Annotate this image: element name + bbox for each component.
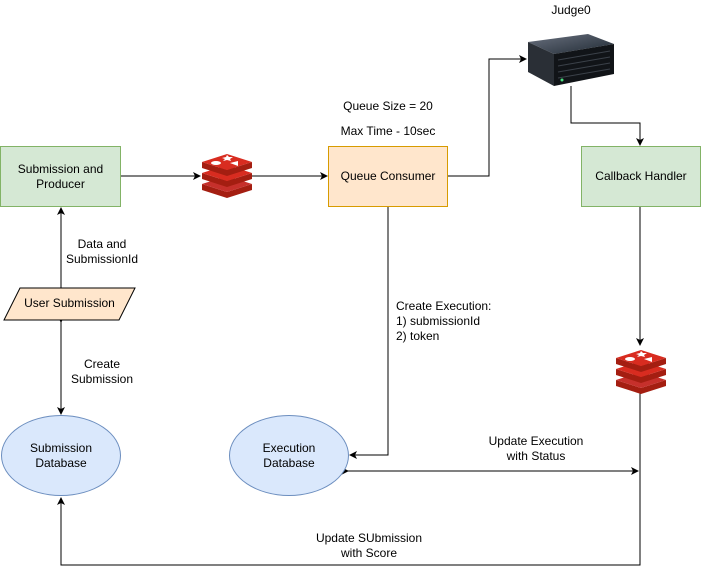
callback-handler-box: Callback Handler bbox=[581, 146, 701, 207]
connectors bbox=[57, 55, 644, 566]
submission-database: Submission Database bbox=[1, 415, 121, 496]
edge-consumer-to-execdb bbox=[349, 207, 389, 459]
update-submission-label: Update SUbmission with Score bbox=[315, 531, 423, 560]
update-execution-label: Update Execution with Status bbox=[488, 434, 584, 463]
execution-database: Execution Database bbox=[229, 415, 349, 496]
user-submission-shape bbox=[3, 287, 136, 321]
max-time-label: Max Time - 10sec bbox=[340, 124, 436, 138]
producer-box: Submission and Producer bbox=[0, 146, 121, 207]
queue-consumer-label: Queue Consumer bbox=[340, 169, 436, 183]
producer-label: Submission and Producer bbox=[17, 161, 104, 191]
create-execution-label: Create Execution: 1) submissionId 2) tok… bbox=[396, 299, 492, 343]
queue-size-label: Queue Size = 20 bbox=[343, 99, 433, 113]
edge-redis-to-subdb bbox=[57, 392, 641, 566]
edge-consumer-to-judge0 bbox=[448, 55, 527, 177]
server-icon bbox=[528, 34, 614, 86]
data-submissionid-label: Data and SubmissionId bbox=[65, 237, 139, 266]
judge0-label: Judge0 bbox=[551, 3, 591, 17]
execution-database-label: Execution Database bbox=[262, 440, 316, 470]
create-submission-label: Create Submission bbox=[70, 357, 134, 386]
edge-judge0-to-callback bbox=[570, 86, 644, 146]
submission-database-label: Submission Database bbox=[29, 440, 93, 470]
queue-consumer-box: Queue Consumer bbox=[328, 146, 448, 207]
callback-handler-label: Callback Handler bbox=[595, 169, 687, 183]
redis-icon bbox=[616, 350, 666, 394]
user-submission-label: User Submission bbox=[24, 296, 115, 310]
redis-icon bbox=[202, 154, 252, 198]
